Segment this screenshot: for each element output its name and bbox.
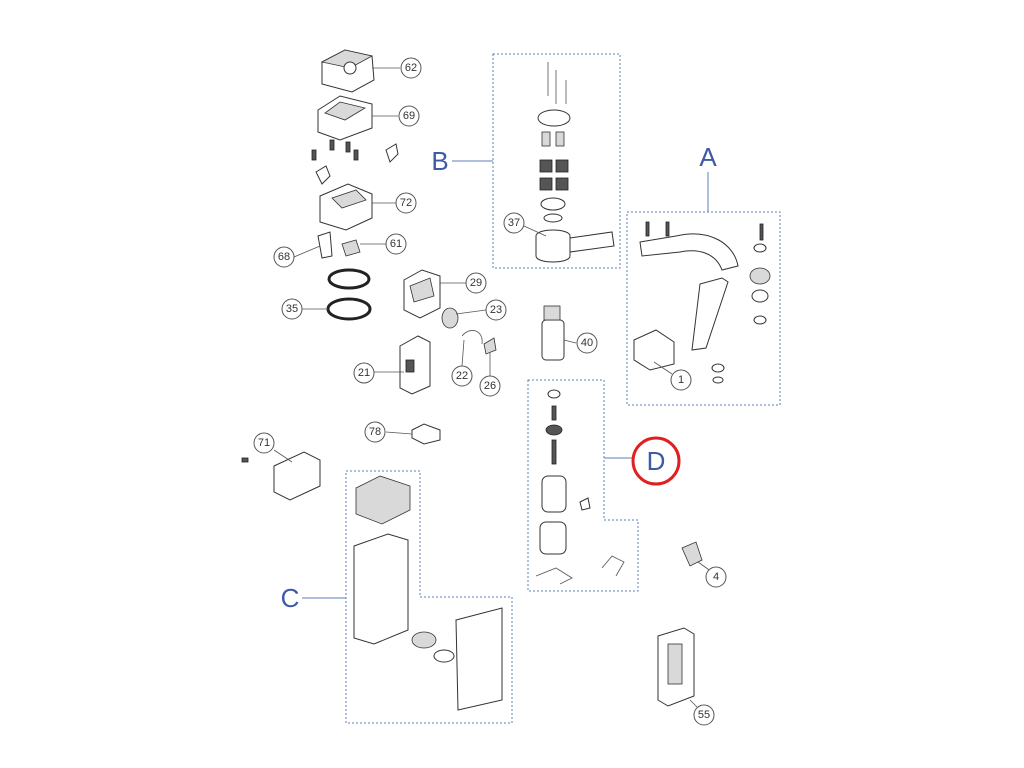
- part-72-drawing: [315, 165, 373, 231]
- callout-55: 55: [693, 704, 715, 726]
- part-69-drawing: [311, 95, 399, 163]
- callout-62: 62: [400, 57, 422, 79]
- part-group-b-drawing: [535, 62, 615, 263]
- callout-78: 78: [364, 421, 386, 443]
- svg-text:61: 61: [390, 238, 402, 250]
- svg-text:62: 62: [405, 62, 417, 74]
- svg-text:35: 35: [286, 303, 298, 315]
- part-61-68-drawing: [317, 231, 361, 259]
- part-4-drawing: [681, 541, 703, 567]
- group-letter-a: A: [699, 142, 717, 172]
- svg-text:23: 23: [490, 304, 502, 316]
- callout-69: 69: [398, 105, 420, 127]
- group-box-c: [345, 470, 513, 724]
- part-22-drawing: [461, 330, 483, 345]
- callout-68: 68: [273, 246, 295, 268]
- part-23-drawing: [441, 307, 459, 329]
- callout-37: 37: [503, 212, 525, 234]
- svg-text:71: 71: [258, 437, 270, 449]
- svg-text:21: 21: [358, 367, 370, 379]
- callout-61: 61: [385, 233, 407, 255]
- part-29-drawing: [403, 269, 441, 319]
- group-box-a: [626, 211, 781, 406]
- svg-text:1: 1: [678, 374, 684, 386]
- svg-text:29: 29: [470, 277, 482, 289]
- svg-text:4: 4: [713, 571, 719, 583]
- group-d-highlight-ring: [631, 436, 681, 486]
- callout-23: 23: [485, 299, 507, 321]
- part-62-drawing: [320, 49, 375, 93]
- group-letter-b: B: [431, 146, 448, 176]
- callout-26: 26: [479, 375, 501, 397]
- svg-text:55: 55: [698, 709, 710, 721]
- callout-29: 29: [465, 272, 487, 294]
- callout-35: 35: [281, 298, 303, 320]
- part-group-c-drawing: [353, 475, 503, 711]
- callout-21: 21: [353, 362, 375, 384]
- callout-4: 4: [705, 566, 727, 588]
- svg-text:69: 69: [403, 110, 415, 122]
- svg-text:78: 78: [369, 426, 381, 438]
- part-group-d-drawing: [535, 389, 625, 585]
- part-71-drawing: [241, 451, 321, 501]
- group-letter-d: D: [647, 446, 666, 476]
- callout-40: 40: [576, 332, 598, 354]
- part-40-drawing: [541, 305, 565, 361]
- part-ring-upper: [327, 268, 371, 290]
- callout-1: 1: [670, 369, 692, 391]
- group-box-d: [527, 379, 639, 592]
- svg-text:26: 26: [484, 380, 496, 392]
- part-55-drawing: [657, 627, 695, 707]
- svg-text:68: 68: [278, 251, 290, 263]
- svg-text:72: 72: [400, 197, 412, 209]
- group-box-b: [492, 53, 621, 269]
- svg-text:37: 37: [508, 217, 520, 229]
- group-letter-c: C: [281, 583, 300, 613]
- part-35-ring: [326, 297, 372, 321]
- callout-71: 71: [253, 432, 275, 454]
- part-group-a-drawing: [633, 221, 771, 384]
- part-78-drawing: [411, 423, 441, 445]
- callout-22: 22: [451, 365, 473, 387]
- svg-text:22: 22: [456, 370, 468, 382]
- part-26-drawing: [483, 337, 497, 355]
- svg-text:40: 40: [581, 337, 593, 349]
- callout-72: 72: [395, 192, 417, 214]
- part-21-drawing: [399, 335, 431, 395]
